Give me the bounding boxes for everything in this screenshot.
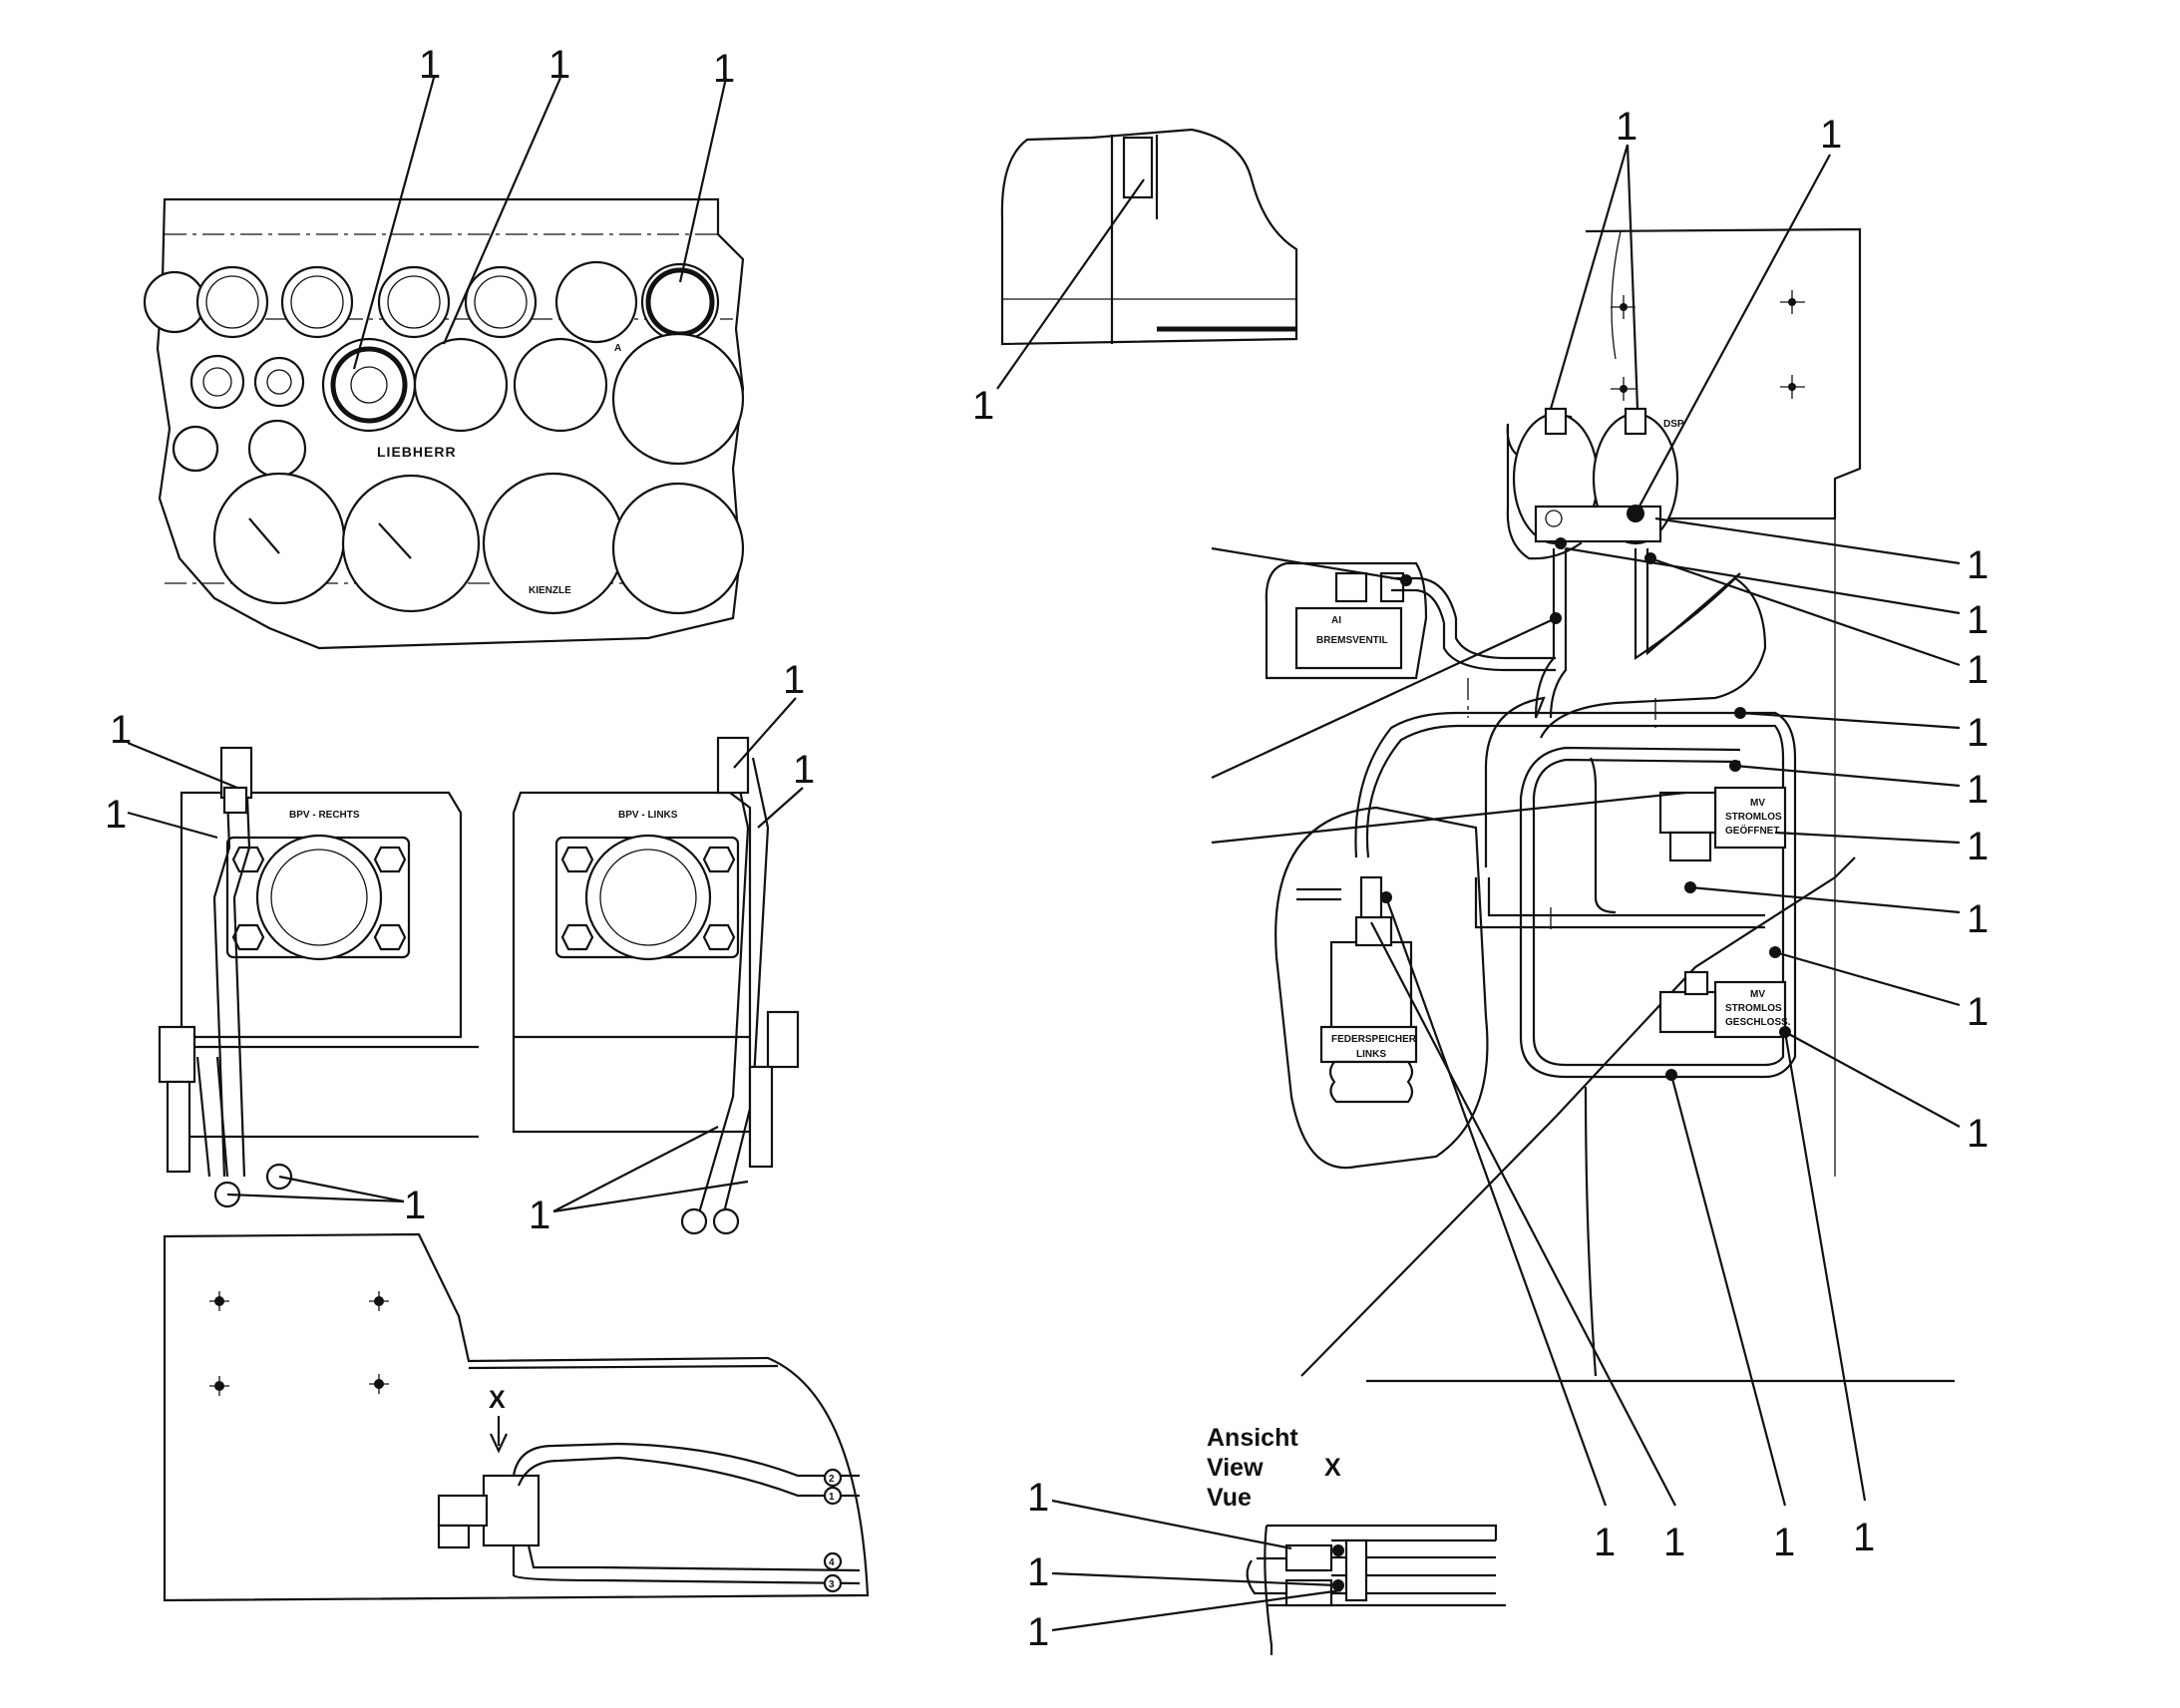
hose-number-3: 4 [829, 1557, 835, 1568]
callouts: 1 1 1 1 1 1 1 1 1 1 1 1 1 1 1 1 1 1 1 1 … [105, 43, 1989, 1654]
view-label-line1: Ansicht [1207, 1424, 1298, 1452]
callout-18: 1 [1967, 825, 1989, 868]
spring-store-label-line2: LINKS [1356, 1049, 1386, 1060]
chassis-valve-view: 2 1 4 3 X [163, 1232, 870, 1602]
callout-20: 1 [1967, 990, 1989, 1034]
bpv-right-label: BPV - RECHTS [289, 810, 360, 821]
callout-8: 1 [404, 1184, 426, 1227]
callout-15: 1 [1967, 648, 1989, 692]
bpv-right-assembly: BPV - RECHTS [158, 746, 479, 1208]
brake-valve-label: BREMSVENTIL [1316, 635, 1388, 646]
bpv-left-label: BPV - LINKS [618, 810, 678, 821]
view-label-line2: View [1207, 1454, 1264, 1482]
port-ai-label: AI [1331, 615, 1341, 626]
valve-closed-label-line2: STROMLOS [1725, 1003, 1782, 1014]
hose-number-1: 2 [829, 1474, 835, 1485]
callout-9: 1 [529, 1194, 550, 1237]
callout-17: 1 [1967, 768, 1989, 812]
leader-lines [127, 77, 1961, 1632]
callout-5: 1 [105, 793, 127, 837]
callout-25: 1 [1853, 1516, 1875, 1559]
valve-closed-label-line3: GESCHLOSS. [1725, 1017, 1791, 1028]
main-hydraulic-circuit: DSP BREMSVENTIL AI MV STROMLOS GEÖFFNET [1265, 227, 1955, 1383]
hose-number-4: 3 [829, 1579, 835, 1590]
valve-open-label-line1: MV [1750, 798, 1765, 809]
view-label-letter: X [1324, 1454, 1341, 1482]
callout-7: 1 [793, 748, 815, 792]
callout-26: 1 [1027, 1476, 1049, 1520]
callout-21: 1 [1967, 1112, 1989, 1156]
port-a-label: A [614, 343, 621, 354]
callout-1: 1 [419, 43, 441, 87]
callout-24: 1 [1773, 1521, 1795, 1564]
view-x-detail: Ansicht View Vue X [1207, 1424, 1506, 1655]
callout-2: 1 [548, 43, 570, 87]
hose-number-2: 1 [829, 1492, 835, 1503]
valve-open-label-line3: GEÖFFNET [1725, 824, 1779, 837]
callout-10: 1 [972, 384, 994, 428]
accumulator-label: DSP [1663, 419, 1684, 430]
view-arrow-letter: X [489, 1386, 506, 1414]
callout-3: 1 [713, 47, 735, 91]
callout-22: 1 [1594, 1521, 1616, 1564]
callout-14: 1 [1967, 598, 1989, 642]
view-label-line3: Vue [1207, 1484, 1252, 1512]
callout-28: 1 [1027, 1610, 1049, 1654]
valve-open-label-line2: STROMLOS [1725, 812, 1782, 823]
callout-11: 1 [1616, 105, 1637, 149]
callout-27: 1 [1027, 1550, 1049, 1594]
callout-6: 1 [783, 658, 805, 702]
callout-16: 1 [1967, 711, 1989, 755]
panel-brand-label: LIEBHERR [377, 444, 457, 460]
callout-23: 1 [1663, 1521, 1685, 1564]
gauge-brand-label: KIENZLE [529, 585, 571, 596]
spring-store-label-line1: FEDERSPEICHER [1331, 1034, 1417, 1045]
callout-19: 1 [1967, 897, 1989, 941]
valve-closed-label-line1: MV [1750, 989, 1765, 1000]
callout-4: 1 [110, 708, 132, 752]
callout-12: 1 [1820, 113, 1842, 157]
component-detail-view [1000, 128, 1298, 346]
bpv-left-assembly: BPV - LINKS [512, 736, 800, 1235]
instrument-panel: LIEBHERR KIENZLE [143, 197, 745, 650]
callout-13: 1 [1967, 543, 1989, 587]
